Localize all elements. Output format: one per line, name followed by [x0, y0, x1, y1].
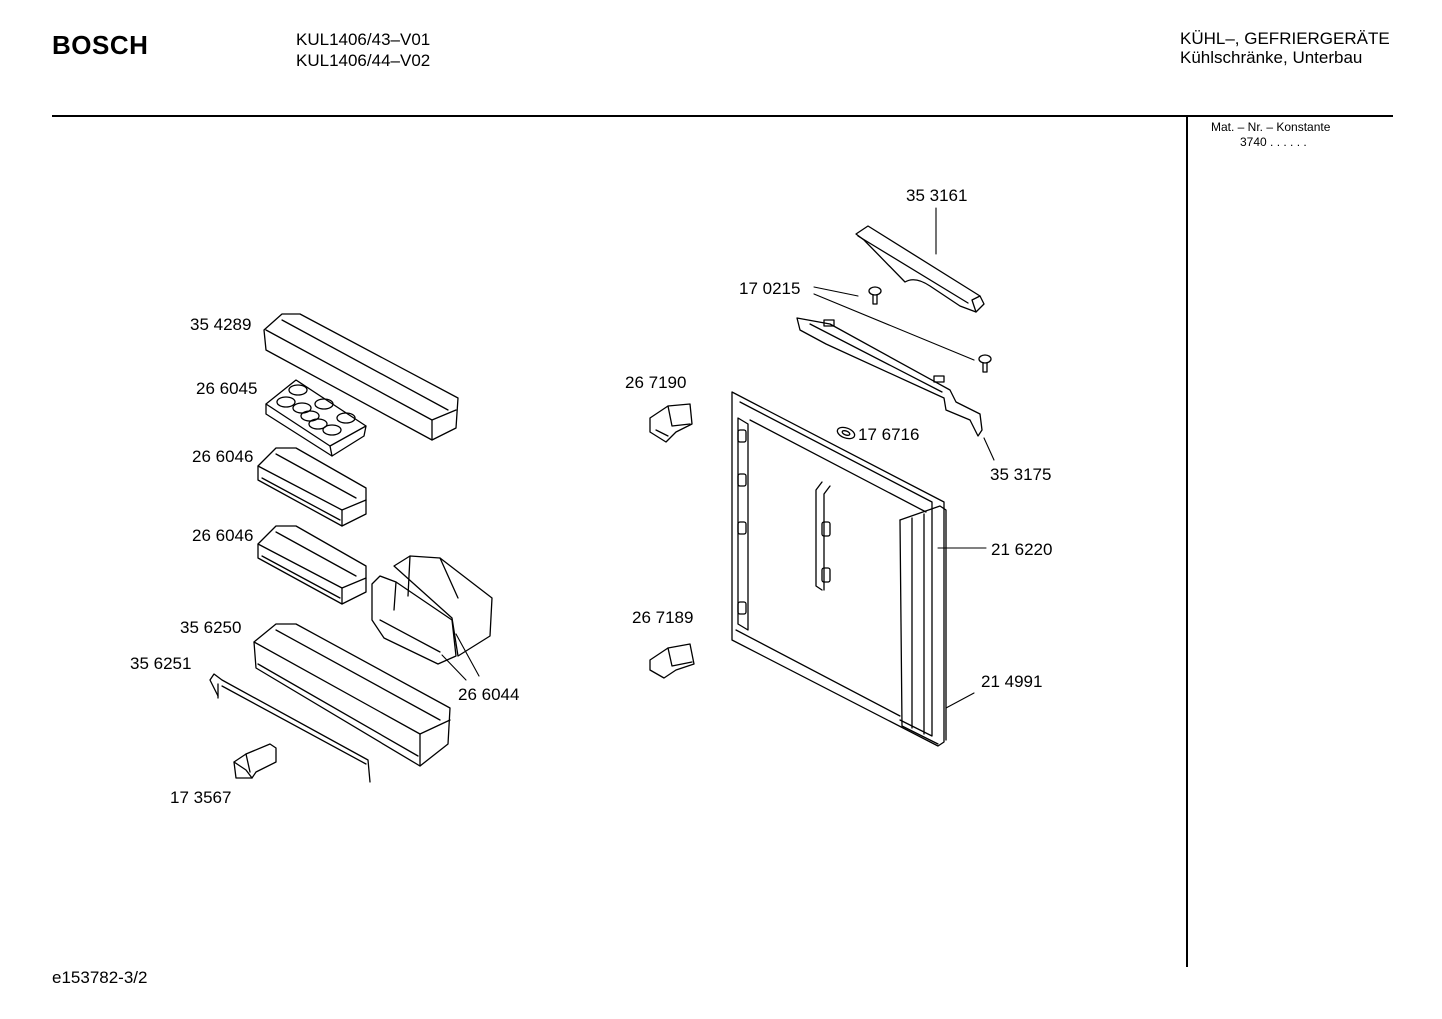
part-label-266046-a: 26 6046 [192, 447, 254, 466]
part-label-266045: 26 6045 [196, 379, 258, 398]
part-label-216220: 21 6220 [991, 540, 1053, 559]
brand-logo: BOSCH [52, 30, 149, 60]
part-label-267189: 26 7189 [632, 608, 694, 627]
category-subtitle: Kühlschränke, Unterbau [1180, 48, 1363, 67]
part-label-173567: 17 3567 [170, 788, 232, 807]
part-label-267190: 26 7190 [625, 373, 687, 392]
part-label-266044: 26 6044 [458, 685, 520, 704]
part-356250-bottle-shelf [254, 624, 450, 766]
part-label-170215: 17 0215 [739, 279, 801, 298]
part-label-176716: 17 6716 [858, 425, 920, 444]
part-label-214991: 21 4991 [981, 672, 1043, 691]
part-label-353175: 35 3175 [990, 465, 1052, 484]
part-353161-drawing [856, 226, 984, 312]
part-266044-box [372, 556, 492, 664]
part-label-266046-b: 26 6046 [192, 526, 254, 545]
part-266046-box-b [258, 526, 366, 604]
leader-lines [442, 208, 994, 708]
part-label-353161: 35 3161 [906, 186, 968, 205]
part-label-356250: 35 6250 [180, 618, 242, 637]
part-label-356251: 35 6251 [130, 654, 192, 673]
header-divider [52, 115, 1393, 117]
sidebar-divider [1186, 117, 1188, 967]
part-356251-wire [210, 674, 370, 782]
part-173567-slider [234, 744, 276, 778]
part-label-354289: 35 4289 [190, 315, 252, 334]
mat-nr-value: 3740 . . . . . . [1240, 135, 1307, 149]
model-number-2: KUL1406/44–V02 [296, 51, 431, 70]
category-title: KÜHL–, GEFRIERGERÄTE [1180, 29, 1390, 48]
model-number-1: KUL1406/43–V01 [296, 30, 431, 49]
part-353175-rail [797, 318, 982, 436]
part-267189-hinge [650, 644, 694, 678]
door-frame-drawing [732, 392, 946, 746]
drawing-id: e153782-3/2 [52, 968, 148, 987]
part-170215-screws [869, 287, 991, 372]
mat-nr-label: Mat. – Nr. – Konstante [1211, 120, 1331, 134]
part-267190-hinge [650, 404, 692, 442]
part-354289-shelf [264, 314, 458, 440]
part-266046-box-a [258, 448, 366, 526]
part-266045-egg-tray [266, 380, 366, 456]
part-176716-clip [836, 425, 856, 441]
